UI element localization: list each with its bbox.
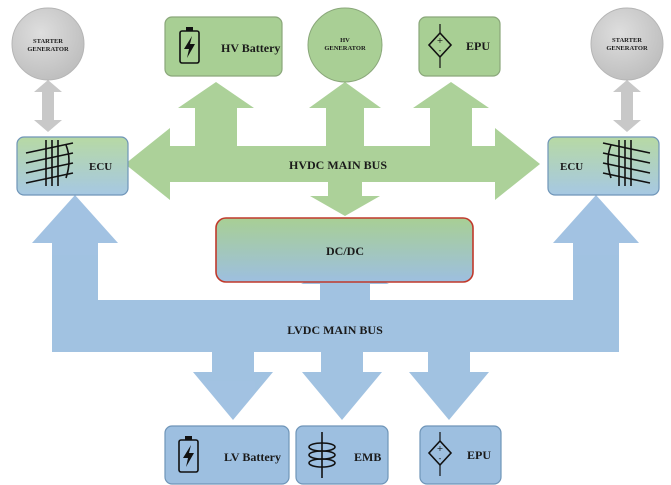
ecu-left-label: ECU <box>89 161 112 173</box>
epu-top-label: EPU <box>466 39 490 53</box>
lv-battery-block: LV Battery <box>164 425 290 485</box>
svg-text:+: + <box>437 36 444 45</box>
ecu-left-block: ECU <box>16 136 129 196</box>
hv-battery-label: HV Battery <box>221 41 280 55</box>
hv-generator: HV GENERATOR <box>307 7 383 83</box>
ecu-right-block: ECU <box>547 136 660 196</box>
emb-block: EMB <box>295 425 389 485</box>
lvdc-bus-label: LVDC MAIN BUS <box>287 323 383 337</box>
starter-connector-right <box>613 80 641 132</box>
converter-icon <box>25 140 74 186</box>
starter-generator-left-label-2: GENERATOR <box>27 46 69 53</box>
battery-bolt-icon <box>178 436 199 473</box>
starter-generator-right-label-1: STARTER <box>612 37 642 44</box>
epu-bottom-block: + - EPU <box>419 425 502 485</box>
hv-generator-label-2: GENERATOR <box>324 45 366 52</box>
starter-generator-right-label-2: GENERATOR <box>606 45 648 52</box>
ecu-right-label: ECU <box>560 161 583 173</box>
hv-battery-block: HV Battery <box>164 16 283 77</box>
hvdc-main-bus <box>125 82 540 216</box>
battery-bolt-icon <box>179 27 200 64</box>
hvdc-bus-label: HVDC MAIN BUS <box>289 158 387 172</box>
dcdc-converter-block: DC/DC <box>215 217 474 283</box>
svg-text:-: - <box>439 454 442 463</box>
lvdc-main-bus <box>32 195 639 420</box>
starter-generator-left-label-1: STARTER <box>33 38 63 45</box>
emb-label: EMB <box>354 450 381 464</box>
converter-icon <box>602 140 651 186</box>
dependent-source-icon: + - <box>427 24 453 68</box>
dcdc-label: DC/DC <box>326 244 364 258</box>
starter-connector-left <box>34 80 62 132</box>
svg-text:+: + <box>437 444 444 453</box>
lv-battery-label: LV Battery <box>224 450 281 464</box>
svg-text:-: - <box>439 46 442 55</box>
bearing-icon <box>308 432 336 478</box>
epu-bottom-label: EPU <box>467 448 491 462</box>
starter-generator-left: STARTER GENERATOR <box>11 7 85 81</box>
epu-top-block: + - EPU <box>418 16 501 77</box>
starter-generator-right: STARTER GENERATOR <box>590 7 664 81</box>
hv-generator-label-1: HV <box>340 37 350 44</box>
dependent-source-icon: + - <box>427 432 453 476</box>
